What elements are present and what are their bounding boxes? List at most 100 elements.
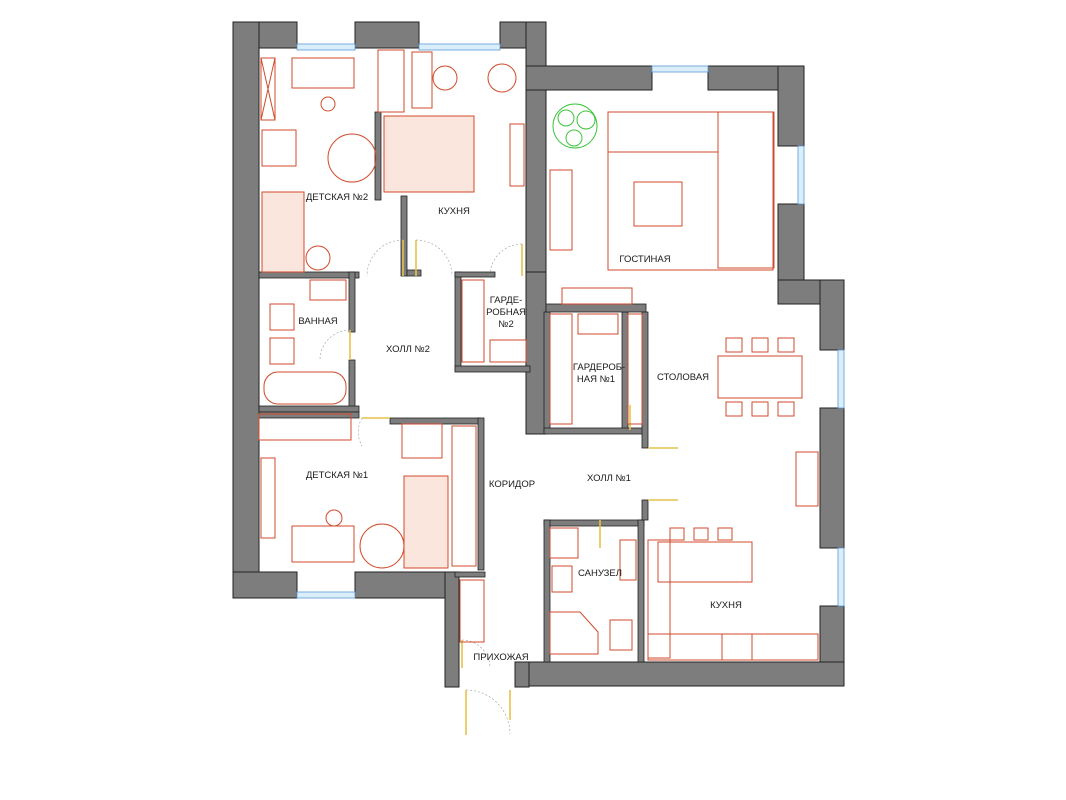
kitchen-stool-2 [693, 527, 709, 541]
armchair-living [633, 181, 683, 227]
shower-wc [549, 527, 579, 559]
bathtub [263, 371, 347, 405]
sofa-chaise-living [717, 111, 775, 269]
dining-table [717, 355, 803, 399]
door-entrance-inner-swing [461, 639, 491, 669]
wardrobe-child2 [377, 49, 405, 113]
wall-wc-top [543, 519, 645, 527]
window-kitchen-small [418, 43, 501, 51]
stove [721, 633, 753, 661]
wall-right-a [777, 65, 805, 147]
wall-entrance-inner [454, 571, 486, 578]
bed-kitchen-small [383, 115, 475, 193]
room-labels: ДЕТСКАЯ №2 КУХНЯ ГОСТИНАЯ ГАРДЕ- РОБНАЯ … [298, 192, 742, 663]
wall-top-left-b [354, 21, 420, 49]
chair-dining-5 [751, 401, 769, 417]
wall-child1-top [258, 411, 360, 419]
wall-wardrobe2-bottom [454, 365, 531, 373]
door-child1-swing [358, 417, 363, 447]
wall-right-b [777, 203, 805, 287]
window-child2 [296, 43, 356, 51]
room-label-wc: САНУЗЕЛ [578, 568, 622, 579]
bidet-bath [269, 337, 295, 365]
chair-child1 [325, 509, 343, 527]
wall-bottom-left-a [232, 571, 298, 599]
windows [296, 43, 845, 607]
sideboard-dining [795, 451, 819, 507]
wall-bath-right-2 [348, 359, 356, 411]
chair-child2 [320, 96, 336, 112]
wall-child2-bottom [258, 271, 360, 279]
wardrobe-child1-side [451, 425, 477, 567]
wall-bath-bottom [258, 405, 360, 413]
sink-wc [551, 565, 573, 593]
wall-bath-right [348, 271, 356, 333]
doors [319, 239, 678, 735]
wall-entrance-left [444, 571, 460, 688]
kitchen-counter-left [647, 539, 671, 659]
door-bedroom-swing [415, 239, 453, 277]
room-label-wardrobe2-c: №2 [498, 319, 513, 330]
cabinet-wc [619, 539, 637, 581]
armchair-child2 [261, 129, 297, 167]
kitchen-stool-3 [717, 527, 733, 541]
tv-stand-living [549, 169, 573, 251]
window-living-top [651, 65, 709, 73]
chair-dining-3 [777, 337, 795, 353]
wall-child1-top-2 [389, 417, 481, 425]
wall-living-divider [545, 303, 647, 313]
wardrobe1-rack-2 [577, 313, 619, 335]
door-wardrobe2-swing [489, 243, 523, 277]
chair-dining-1 [725, 337, 743, 353]
kitchen-island [657, 541, 753, 583]
wall-hall1-right-2 [641, 499, 649, 521]
chair-dining-4 [725, 401, 743, 417]
room-label-wardrobe2-b: РОБНАЯ [486, 307, 526, 318]
toilet-bath [269, 303, 295, 331]
room-label-bath: ВАННАЯ [298, 316, 337, 327]
room-label-child2: ДЕТСКАЯ №2 [306, 192, 368, 203]
wall-bedroom-bottom [406, 269, 422, 277]
bench-living [561, 287, 633, 305]
wardrobe2-rack-bottom [489, 339, 527, 363]
wall-left-outer [232, 21, 260, 599]
room-label-hall2: ХОЛЛ №2 [386, 344, 430, 355]
room-label-wardrobe2-a: ГАРДЕ- [490, 295, 522, 306]
room-label-child1: ДЕТСКАЯ №1 [306, 470, 368, 481]
round-rug-child1 [359, 523, 405, 569]
wall-hall1-right [641, 311, 649, 449]
pouf-child2 [305, 245, 331, 271]
chair-dining-2 [751, 337, 769, 353]
sofa-back-living [607, 111, 719, 153]
room-label-kitchen-small: КУХНЯ [438, 206, 470, 217]
plant-icon [552, 103, 598, 149]
wall-center-vertical [525, 21, 547, 273]
chair-dining-6 [777, 401, 795, 417]
room-label-wardrobe1-a: ГАРДЕРОБ- [573, 362, 625, 373]
room-label-entrance: ПРИХОЖАЯ [473, 652, 528, 663]
walls [232, 21, 845, 688]
room-label-wardrobe1-b: НАЯ №1 [577, 374, 615, 385]
wall-center-vertical-2 [525, 271, 547, 435]
window-dining-right [837, 349, 845, 409]
tv-unit-kitchen-small [509, 123, 525, 187]
toilet-wc [609, 619, 633, 651]
kitchen-stool-1 [669, 527, 685, 541]
desk-child2 [291, 57, 355, 89]
room-label-corridor: КОРИДОР [489, 479, 535, 490]
window-kitchen-right [837, 547, 845, 607]
wall-bedroom-left-2 [400, 195, 408, 277]
cabinet-kitchen-small [411, 51, 433, 109]
shelf-child2 [260, 57, 276, 121]
desk-child1 [291, 525, 355, 563]
door-bath-swing [319, 329, 351, 361]
wall-right-d [819, 407, 845, 549]
door-child2-swing [366, 239, 404, 277]
shelf-child1 [260, 457, 276, 539]
wall-wardrobe2-left [454, 271, 462, 371]
sofa-living [607, 111, 774, 271]
room-label-dining: СТОЛОВАЯ [657, 372, 709, 383]
wall-wardrobe1-bottom [543, 427, 645, 435]
wall-child1-right [477, 417, 485, 571]
corner-shower-wc [549, 611, 599, 655]
